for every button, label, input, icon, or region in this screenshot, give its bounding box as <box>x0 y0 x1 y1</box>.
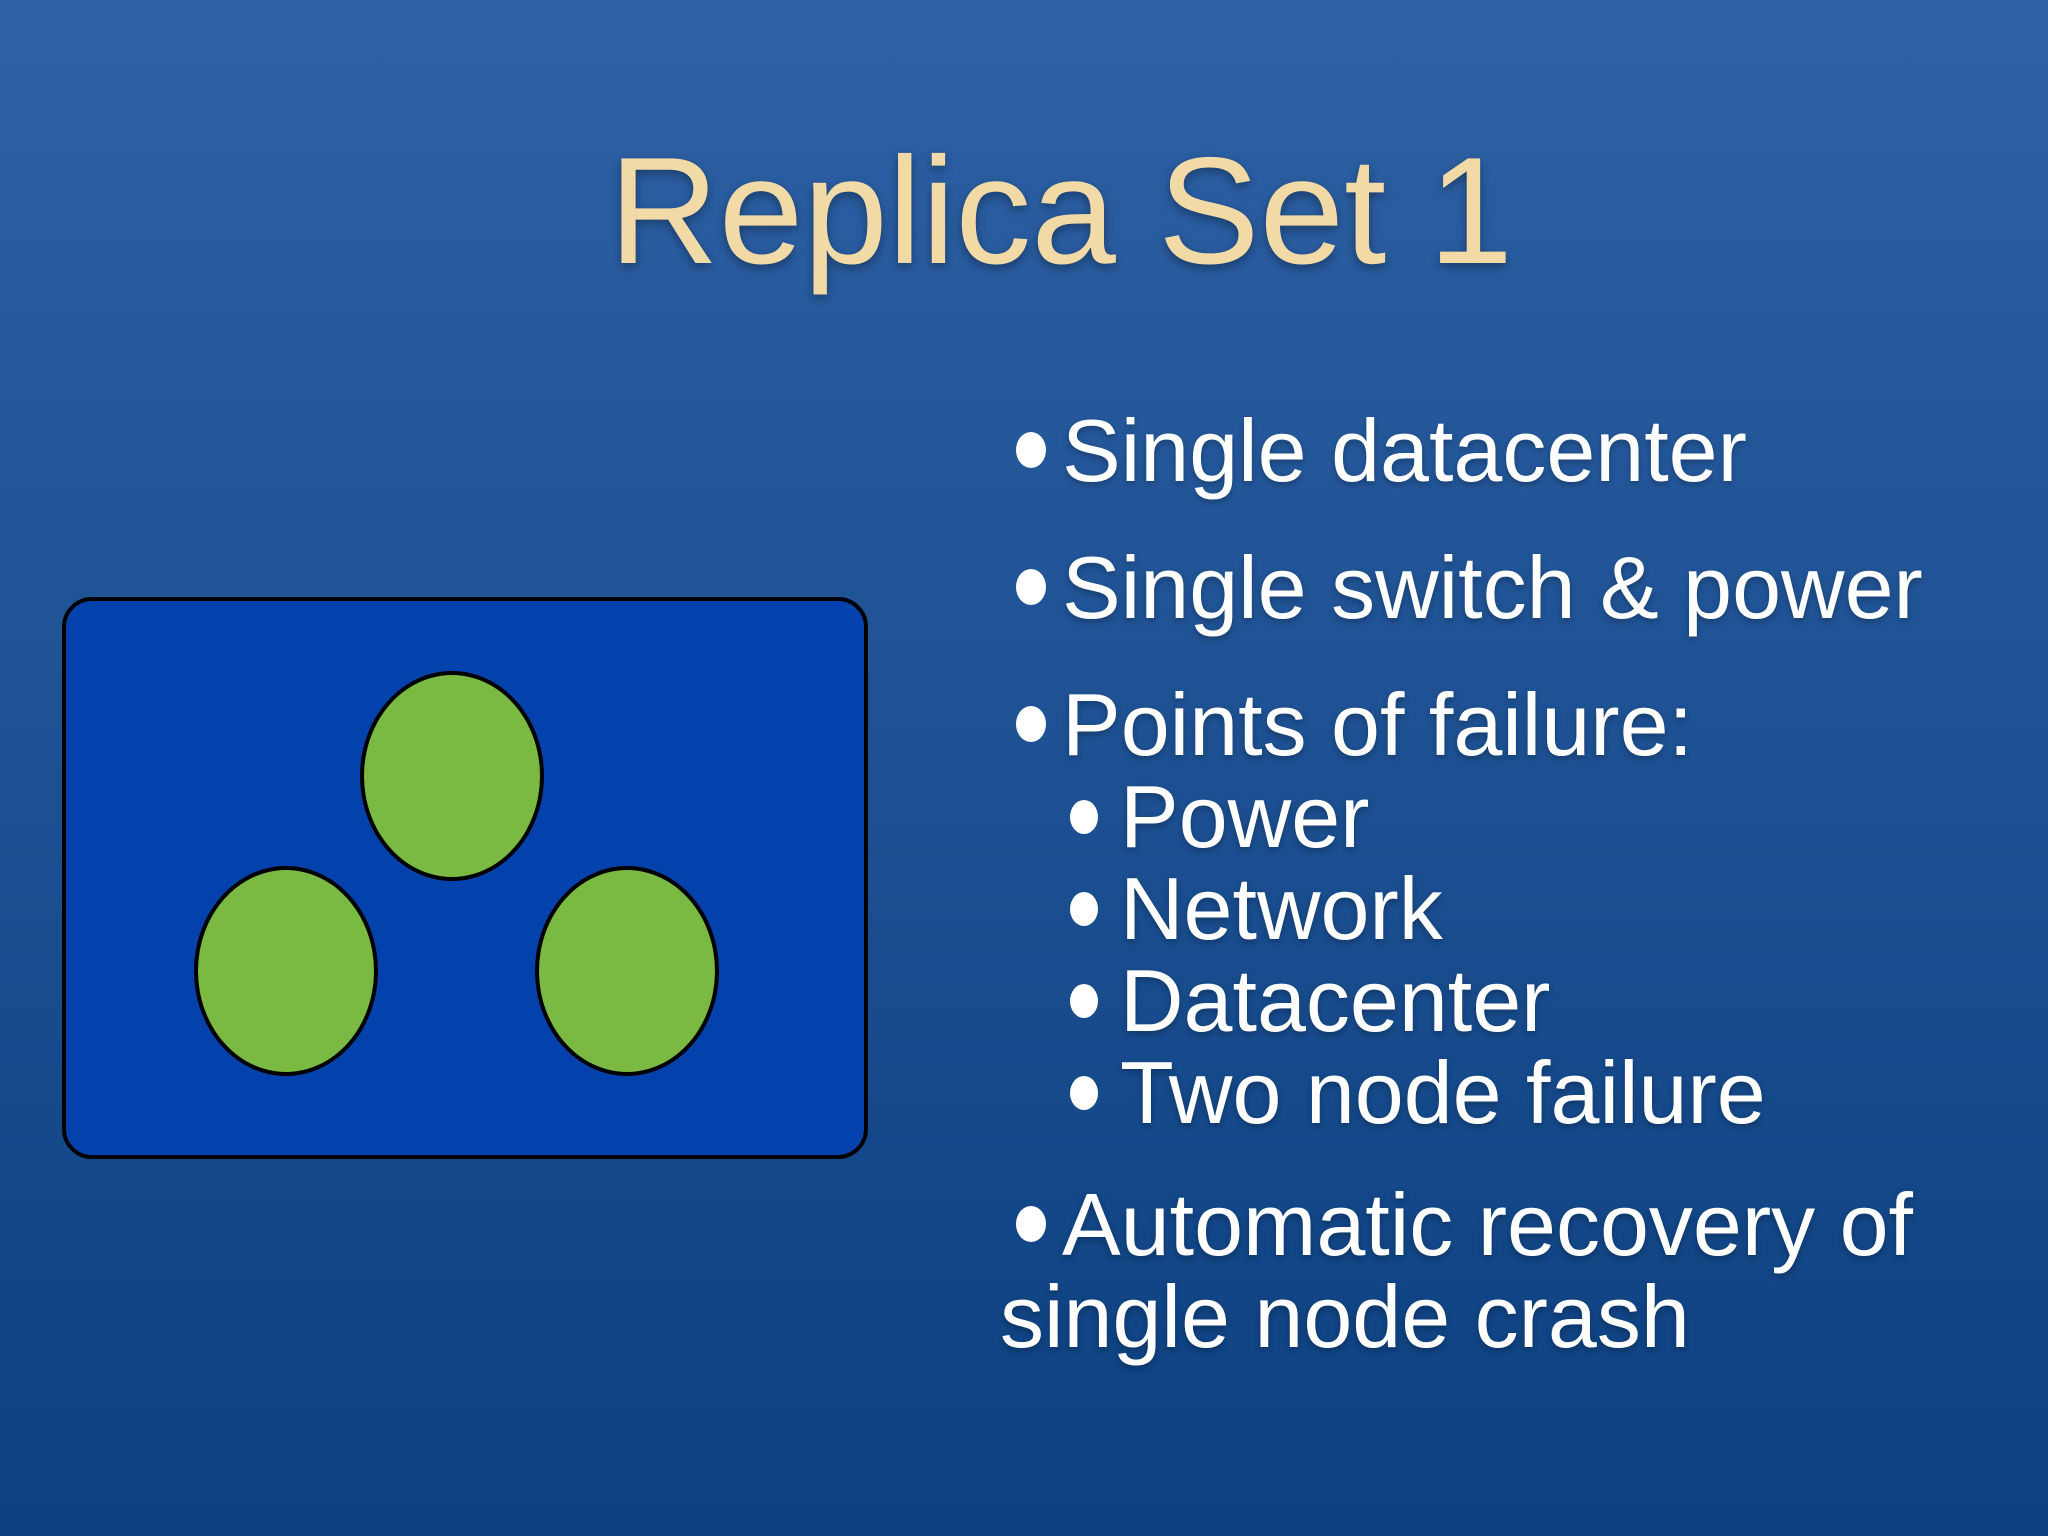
bullet-item: Automatic recovery of single node crash <box>1000 1179 1990 1363</box>
bullet-icon <box>1070 1076 1098 1110</box>
bullet-icon <box>1016 706 1046 742</box>
bullet-icon <box>1016 432 1046 468</box>
replica-set-box <box>62 597 868 1159</box>
bullet-icon <box>1070 800 1098 834</box>
replica-node-icon <box>360 671 544 881</box>
bullet-icon <box>1070 984 1098 1018</box>
bullet-icon <box>1016 569 1046 605</box>
bullet-text: Network <box>1120 859 1443 958</box>
bullet-text: Power <box>1120 767 1370 866</box>
bullet-item: Points of failure: <box>1000 679 1990 771</box>
bullet-icon <box>1016 1206 1046 1242</box>
bullet-sub-item: Power <box>1000 771 1990 863</box>
bullet-text: Single datacenter <box>1062 401 1747 500</box>
bullet-sub-item: Datacenter <box>1000 955 1990 1047</box>
bullet-text: Two node failure <box>1120 1043 1766 1142</box>
bullet-text: Datacenter <box>1120 951 1551 1050</box>
bullet-icon <box>1070 892 1098 926</box>
bullet-list: Single datacenter Single switch & power … <box>1000 405 1990 1363</box>
bullet-item: Single datacenter <box>1000 405 1990 497</box>
bullet-text: Points of failure: <box>1062 675 1693 774</box>
bullet-text: Automatic recovery of single node crash <box>1000 1175 1913 1366</box>
bullet-item: Single switch & power <box>1000 542 1990 634</box>
bullet-sub-item: Two node failure <box>1000 1047 1990 1139</box>
replica-node-icon <box>194 866 378 1076</box>
bullet-sub-item: Network <box>1000 863 1990 955</box>
replica-node-icon <box>535 866 719 1076</box>
slide-title: Replica Set 1 <box>608 126 1514 296</box>
bullet-text: Single switch & power <box>1062 538 1923 637</box>
